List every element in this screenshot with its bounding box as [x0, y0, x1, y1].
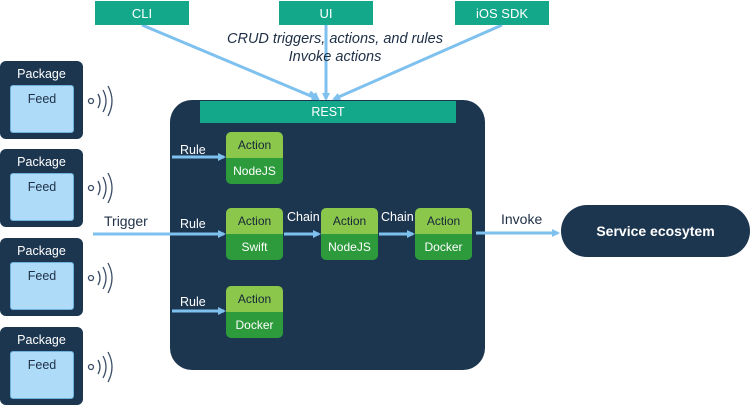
caption: CRUD triggers, actions, and rules Invoke… — [190, 30, 480, 66]
package-3: Package Feed — [0, 238, 83, 316]
rule-label-2: Rule — [180, 217, 206, 231]
feed-box: Feed — [10, 351, 74, 399]
ios-arrow — [332, 23, 503, 101]
invoke-label: Invoke — [501, 211, 543, 227]
feed-box: Feed — [10, 173, 74, 221]
client-ios-sdk: iOS SDK — [455, 1, 549, 25]
action-nodejs-1: Action NodeJS — [226, 132, 283, 184]
package-2: Package Feed — [0, 149, 83, 227]
signal-icon — [87, 172, 113, 204]
package-1: Package Feed — [0, 61, 83, 139]
client-cli: CLI — [95, 1, 189, 25]
cli-arrow — [141, 23, 320, 101]
package-4: Package Feed — [0, 327, 83, 405]
action-title: Action — [321, 208, 378, 234]
feed-box: Feed — [10, 262, 74, 310]
action-docker-2: Action Docker — [226, 286, 283, 338]
rule-label-3: Rule — [180, 295, 206, 309]
rule-label-1: Rule — [180, 143, 206, 157]
action-runtime: NodeJS — [226, 158, 283, 184]
signal-icon — [87, 85, 113, 117]
action-runtime: Docker — [415, 234, 472, 260]
package-title: Package — [17, 67, 66, 81]
action-title: Action — [226, 132, 283, 158]
package-title: Package — [17, 333, 66, 347]
package-title: Package — [17, 244, 66, 258]
action-nodejs-2: Action NodeJS — [321, 208, 378, 260]
caption-line-2: Invoke actions — [288, 49, 382, 65]
action-runtime: Docker — [226, 312, 283, 338]
client-ui: UI — [279, 1, 373, 25]
action-title: Action — [226, 286, 283, 312]
chain-label-1: Chain — [287, 210, 320, 224]
action-docker-1: Action Docker — [415, 208, 472, 260]
caption-line-1: CRUD triggers, actions, and rules — [227, 31, 443, 47]
rest-api-bar: REST — [200, 101, 456, 123]
trigger-label: Trigger — [104, 213, 148, 229]
feed-box: Feed — [10, 85, 74, 133]
action-runtime: NodeJS — [321, 234, 378, 260]
signal-icon — [87, 262, 113, 294]
action-title: Action — [415, 208, 472, 234]
service-ecosystem: Service ecosytem — [561, 205, 750, 257]
chain-label-2: Chain — [381, 210, 414, 224]
rest-arrowhead-cli — [309, 90, 320, 101]
action-runtime: Swift — [226, 234, 283, 260]
package-title: Package — [17, 155, 66, 169]
signal-icon — [87, 351, 113, 383]
action-title: Action — [226, 208, 283, 234]
action-swift: Action Swift — [226, 208, 283, 260]
